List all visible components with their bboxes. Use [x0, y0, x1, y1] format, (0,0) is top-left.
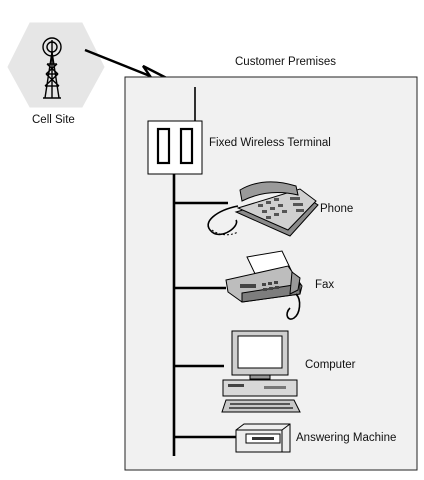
cell-site-label: Cell Site — [32, 114, 75, 126]
computer-icon — [221, 330, 301, 413]
answering-machine-icon — [235, 423, 291, 453]
answering-machine-label: Answering Machine — [296, 432, 397, 444]
fixed-wireless-terminal-label: Fixed Wireless Terminal — [209, 137, 331, 149]
fax-label: Fax — [315, 279, 335, 291]
fixed-wireless-terminal-icon — [147, 120, 203, 175]
wiring-bus — [172, 174, 236, 456]
cell-tower-icon — [42, 37, 62, 99]
fax-icon — [225, 250, 303, 320]
customer-premises-label: Customer Premises — [235, 56, 336, 68]
computer-label: Computer — [305, 359, 356, 371]
phone-icon — [207, 181, 319, 237]
phone-label: Phone — [320, 203, 354, 215]
